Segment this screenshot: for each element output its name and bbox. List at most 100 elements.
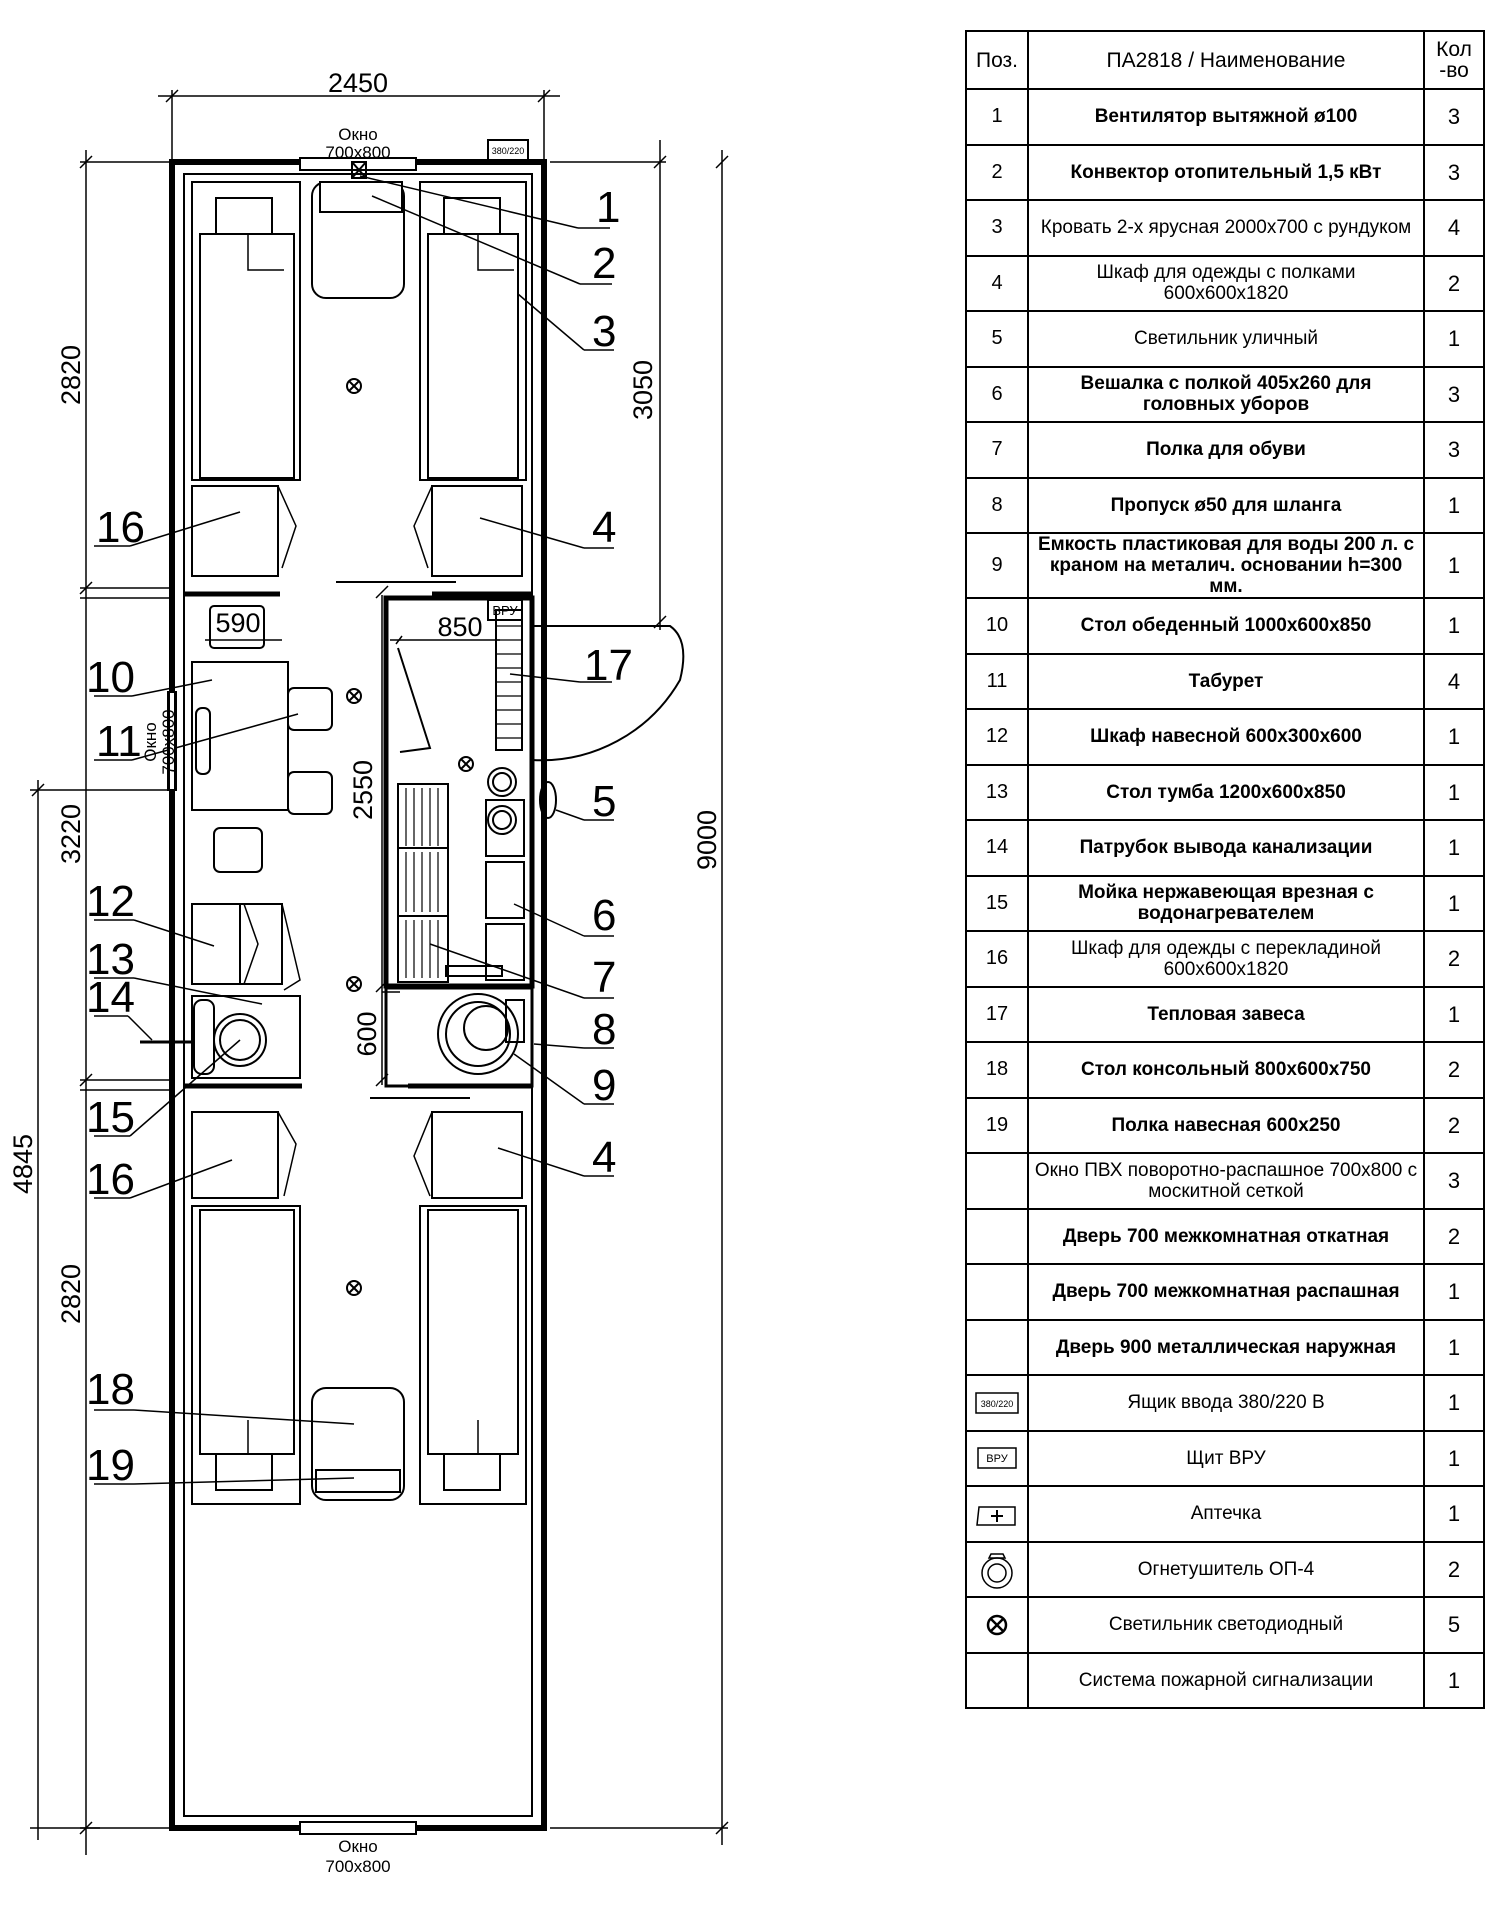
spec-pos: [965, 1207, 1029, 1265]
callout-16-lower: 16: [86, 1155, 135, 1204]
spec-name: Светильник уличный: [1027, 310, 1425, 368]
spec-qty: 1: [1423, 1263, 1485, 1321]
callout-3: 3: [592, 307, 616, 356]
spec-name: Дверь 900 металлическая наружная: [1027, 1318, 1425, 1376]
spec-qty: 1: [1423, 763, 1485, 821]
spec-name: Ящик ввода 380/220 В: [1027, 1374, 1425, 1432]
dim-600: 600: [352, 1011, 382, 1056]
firstaid-icon: [965, 1485, 1029, 1543]
spec-pos: 5: [965, 310, 1029, 368]
spec-name: Шкаф навесной 600х300х600: [1027, 708, 1425, 766]
dim-right-upper: 3050: [628, 360, 658, 420]
callout-16-upper: 16: [96, 503, 145, 552]
window-size-top: 700x800: [325, 143, 390, 162]
spec-name: Табурет: [1027, 652, 1425, 710]
spec-name: Дверь 700 межкомнатная распашная: [1027, 1263, 1425, 1321]
spec-pos: [965, 1263, 1029, 1321]
spec-name: Пропуск ø50 для шланга: [1027, 476, 1425, 534]
lamp-icon: [965, 1596, 1029, 1654]
spec-qty: 2: [1423, 254, 1485, 312]
window-label-side: Окно: [141, 722, 160, 762]
spec-name: Стол тумба 1200х600х850: [1027, 763, 1425, 821]
dim-left-mid: 3220: [56, 804, 86, 864]
spec-qty: 1: [1423, 1485, 1485, 1543]
callout-6: 6: [592, 891, 616, 940]
dim-590: 590: [215, 608, 260, 638]
spec-qty: 3: [1423, 143, 1485, 201]
window-label-bottom: Окно: [338, 1837, 378, 1856]
spec-pos: [965, 1152, 1029, 1210]
spec-qty: 2: [1423, 1207, 1485, 1265]
spec-name: Дверь 700 межкомнатная откатная: [1027, 1207, 1425, 1265]
callout-10: 10: [86, 653, 135, 702]
spec-pos: 14: [965, 819, 1029, 877]
spec-pos: 18: [965, 1041, 1029, 1099]
spec-name: Окно ПВХ поворотно-распашное 700х800 с м…: [1027, 1152, 1425, 1210]
spec-name: Кровать 2-х ярусная 2000х700 с рундуком: [1027, 199, 1425, 257]
spec-name: Полка навесная 600х250: [1027, 1096, 1425, 1154]
spec-qty: 3: [1423, 1152, 1485, 1210]
spec-qty: 4: [1423, 652, 1485, 710]
spec-pos: 16: [965, 930, 1029, 988]
spec-pos: 7: [965, 421, 1029, 479]
spec-qty: 2: [1423, 1096, 1485, 1154]
spec-name: Конвектор отопительный 1,5 кВт: [1027, 143, 1425, 201]
callout-19: 19: [86, 1441, 135, 1490]
spec-name: Стол консольный 800х600х750: [1027, 1041, 1425, 1099]
spec-qty: 2: [1423, 1540, 1485, 1598]
spec-qty: 3: [1423, 365, 1485, 423]
spec-qty: 5: [1423, 1596, 1485, 1654]
spec-name: Аптечка: [1027, 1485, 1425, 1543]
box380-icon: 380/220: [965, 1374, 1029, 1432]
callout-9: 9: [592, 1061, 616, 1110]
spec-pos: 4: [965, 254, 1029, 312]
dim-left-lower: 2820: [56, 1264, 86, 1324]
spec-pos: 11: [965, 652, 1029, 710]
spec-qty: 1: [1423, 1374, 1485, 1432]
spec-name: Светильник светодиодный: [1027, 1596, 1425, 1654]
dim-right-total: 9000: [692, 810, 722, 870]
spec-qty: 1: [1423, 1429, 1485, 1487]
dim-850: 850: [437, 612, 482, 642]
spec-name: Шкаф для одежды с перекладиной 600х600х1…: [1027, 930, 1425, 988]
spec-pos: 12: [965, 708, 1029, 766]
spec-qty: 1: [1423, 708, 1485, 766]
spec-name: Стол обеденный 1000х600х850: [1027, 597, 1425, 655]
spec-pos: 9: [965, 532, 1029, 599]
spec-name: Щит ВРУ: [1027, 1429, 1425, 1487]
spec-qty: 2: [1423, 1041, 1485, 1099]
dim-left-lower-total: 4845: [8, 1134, 38, 1194]
dim-center-mid: 2550: [348, 760, 378, 820]
spec-pos: 6: [965, 365, 1029, 423]
spec-qty: 1: [1423, 310, 1485, 368]
callout-17: 17: [584, 641, 633, 690]
window-size-bottom: 700x800: [325, 1857, 390, 1876]
spec-name: Вентилятор вытяжной ø100: [1027, 88, 1425, 146]
spec-pos: 17: [965, 985, 1029, 1043]
spec-name: Мойка нержавеющая врезная с водонагреват…: [1027, 874, 1425, 932]
spec-qty: 3: [1423, 88, 1485, 146]
spec-name: Полка для обуви: [1027, 421, 1425, 479]
spec-qty: 1: [1423, 819, 1485, 877]
spec-pos: 13: [965, 763, 1029, 821]
spec-name: Емкость пластиковая для воды 200 л. с кр…: [1027, 532, 1425, 599]
